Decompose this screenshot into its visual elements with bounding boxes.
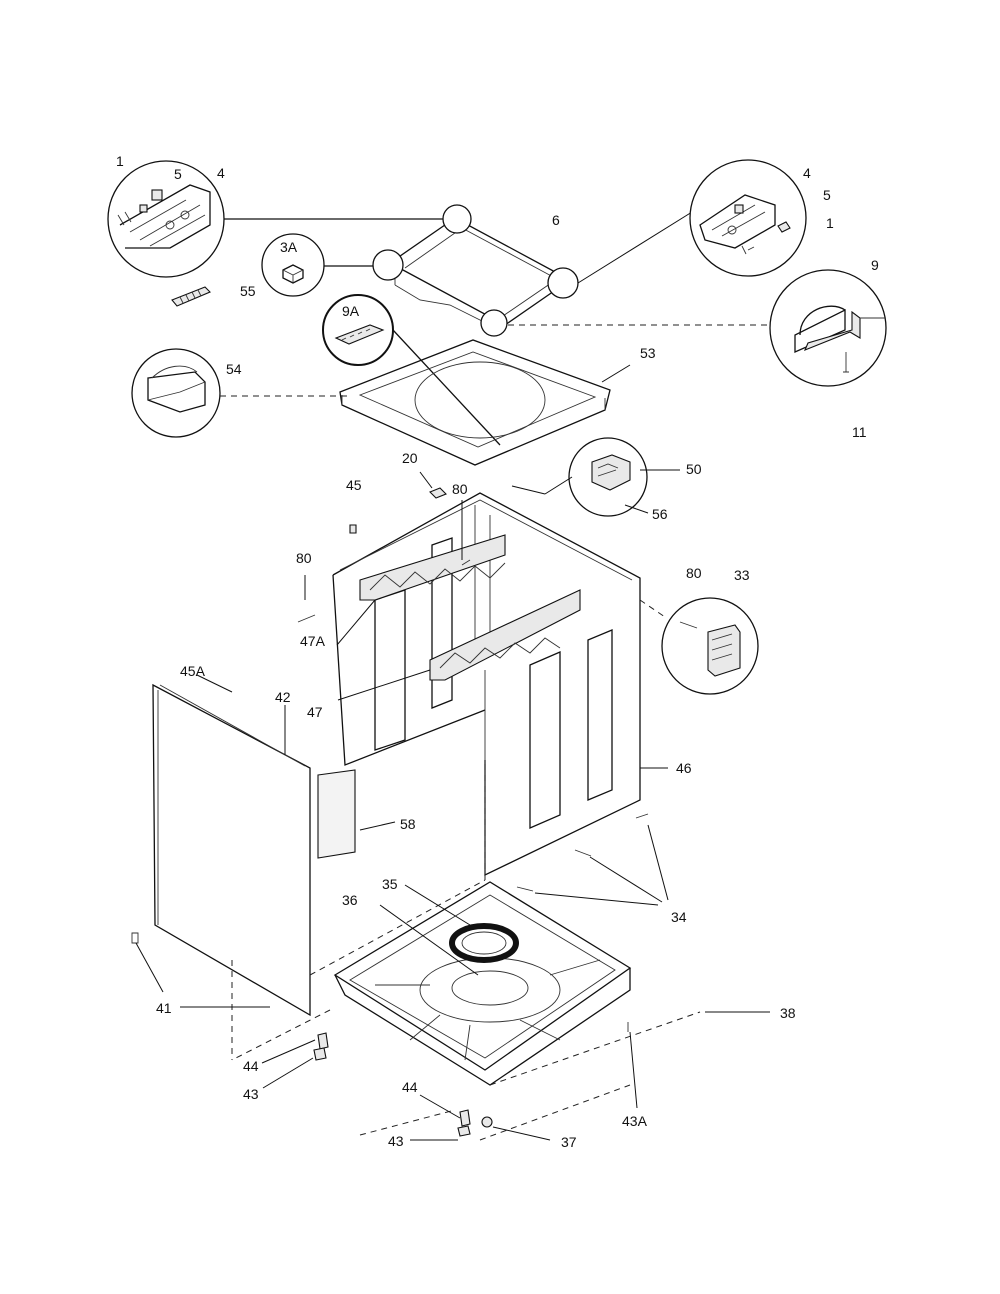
- label-45a: 45A: [180, 663, 206, 679]
- label-20: 20: [402, 450, 418, 466]
- label-5-left: 5: [174, 166, 182, 182]
- detail-circle-3a: [261, 233, 325, 297]
- label-1-left: 1: [116, 153, 124, 169]
- label-43a: 43A: [622, 1113, 648, 1129]
- label-53: 53: [640, 345, 656, 361]
- front-panel-42: [152, 674, 486, 1060]
- brace-47a: [336, 534, 506, 646]
- label-35: 35: [382, 876, 398, 892]
- label-36: 36: [342, 892, 358, 908]
- lid-part-6: [372, 204, 579, 337]
- label-44-bottom: 44: [402, 1079, 418, 1095]
- detail-circle-50-56: [511, 437, 680, 517]
- base-38: [231, 881, 770, 1141]
- callout-labels: 1 5 4 3A 55 6 4 5 1 9 11 9A 54 53 20 45 …: [116, 153, 879, 1150]
- label-54: 54: [226, 361, 242, 377]
- label-43-left: 43: [243, 1086, 259, 1102]
- label-46: 46: [676, 760, 692, 776]
- label-80-right: 80: [686, 565, 702, 581]
- label-42: 42: [275, 689, 291, 705]
- detail-circle-54: [131, 348, 350, 438]
- part-55: [171, 286, 211, 307]
- label-1-right: 1: [826, 215, 834, 231]
- feet-and-screws: [131, 932, 638, 1141]
- label-45: 45: [346, 477, 362, 493]
- label-47a: 47A: [300, 633, 326, 649]
- label-5-right: 5: [823, 187, 831, 203]
- label-47: 47: [307, 704, 323, 720]
- label-4-right: 4: [803, 165, 811, 181]
- label-4-left: 4: [217, 165, 225, 181]
- label-34: 34: [671, 909, 687, 925]
- label-9a: 9A: [342, 303, 360, 319]
- label-41: 41: [156, 1000, 172, 1016]
- label-80-top: 80: [452, 481, 468, 497]
- connector-lines-top: [224, 211, 770, 326]
- label-80-left: 80: [296, 550, 312, 566]
- label-37: 37: [561, 1134, 577, 1150]
- label-38: 38: [780, 1005, 796, 1021]
- drive-ring-35: [379, 884, 519, 976]
- label-11: 11: [852, 424, 867, 440]
- label-43-bottom: 43: [388, 1133, 404, 1149]
- label-56: 56: [652, 506, 668, 522]
- label-55: 55: [240, 283, 256, 299]
- label-9: 9: [871, 257, 879, 273]
- label-44-left: 44: [243, 1058, 259, 1074]
- label-3a: 3A: [280, 239, 298, 255]
- detail-circle-hinge-right: [689, 159, 807, 277]
- brace-47: [337, 589, 581, 701]
- label-50: 50: [686, 461, 702, 477]
- screws-top: [297, 471, 471, 623]
- label-58: 58: [400, 816, 416, 832]
- label-33: 33: [734, 567, 750, 583]
- detail-circle-hinge-left: [107, 160, 225, 278]
- detail-circle-33: [639, 597, 759, 695]
- detail-circle-9a: [322, 294, 501, 446]
- top-panel-53: [339, 339, 631, 466]
- detail-circle-latch: [769, 269, 887, 387]
- label-6: 6: [552, 212, 560, 228]
- screws-34: [516, 813, 669, 906]
